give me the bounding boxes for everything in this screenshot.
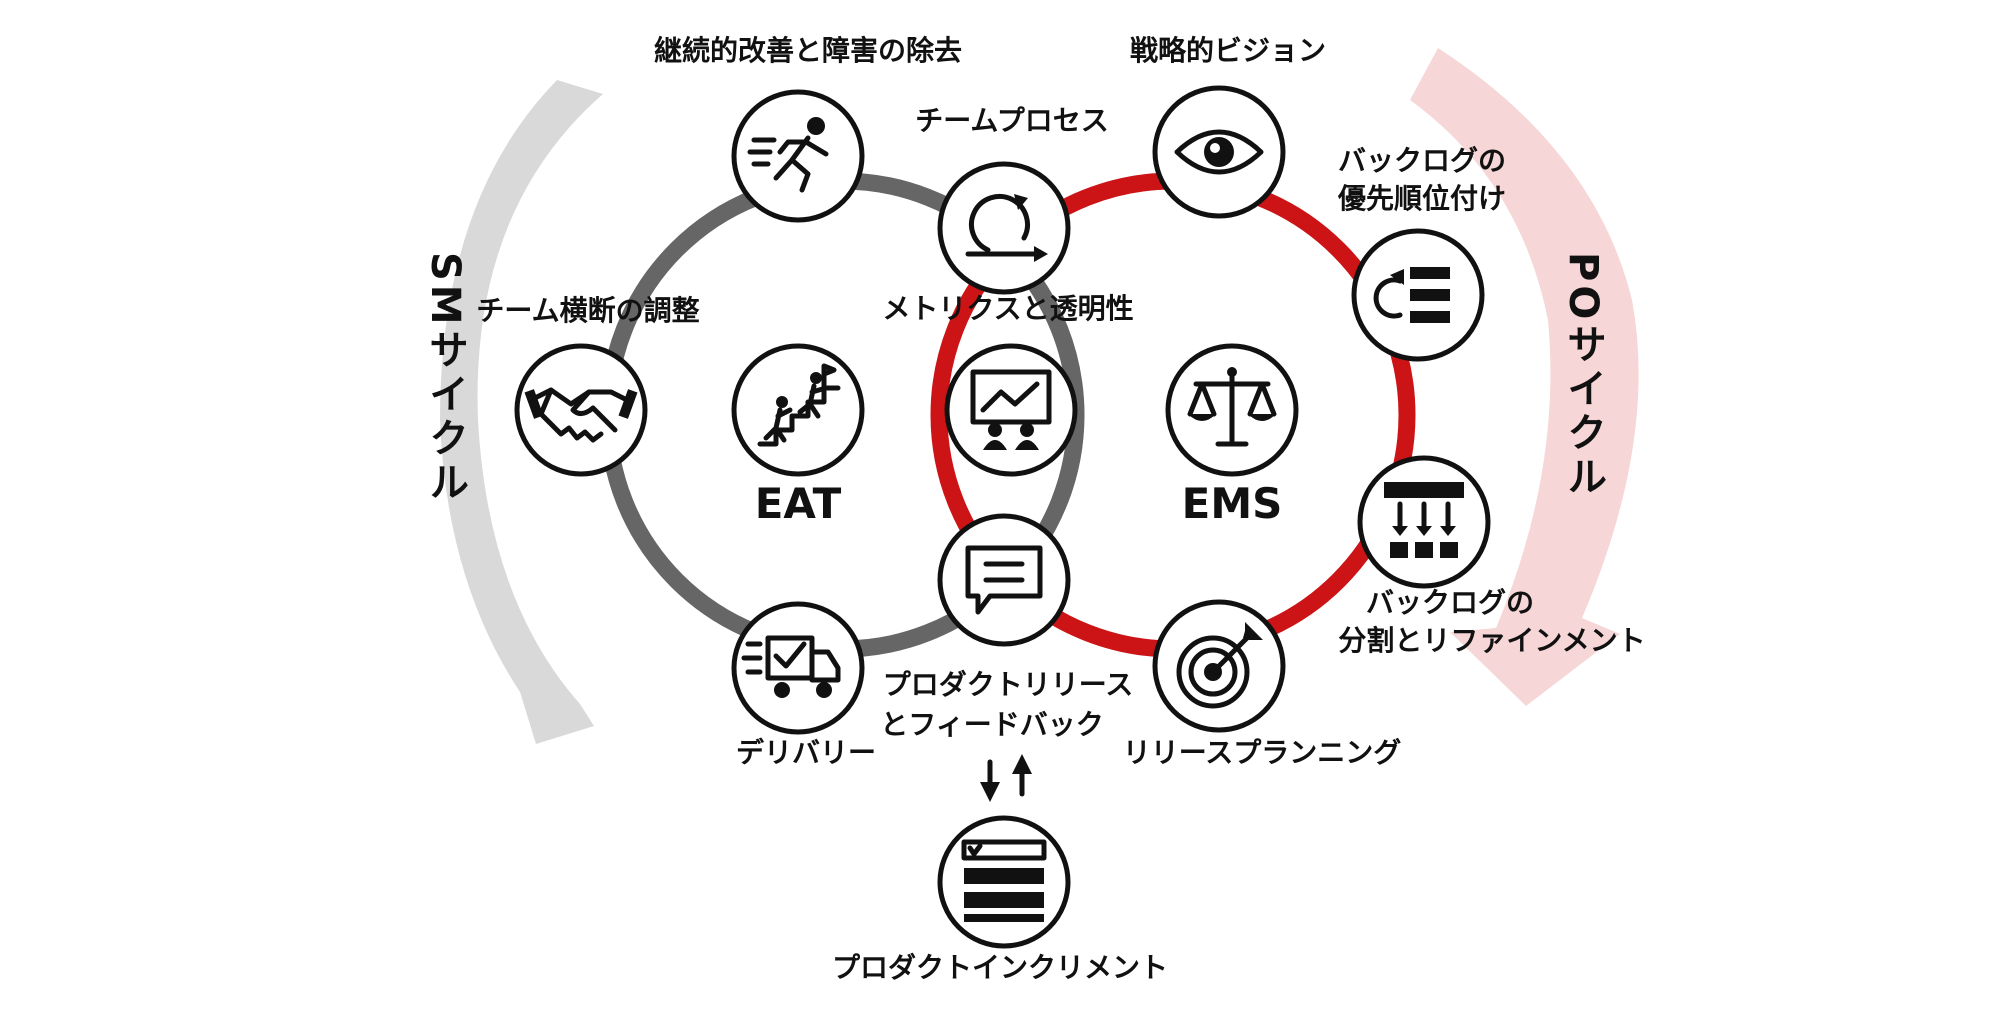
- sprint-cycle-icon: [965, 194, 1048, 262]
- metrics-label: メトリクスと透明性: [882, 292, 1133, 325]
- handshake-icon: [524, 387, 638, 443]
- eye-icon: [1174, 129, 1264, 175]
- team-process-label: チームプロセス: [915, 104, 1108, 137]
- strategic-vision-label: 戦略的ビジョン: [1130, 34, 1326, 67]
- backlog-priority-label-2: 優先順位付け: [1337, 182, 1506, 215]
- product-increment-label: プロダクトインクリメント: [832, 951, 1168, 984]
- climbing-stairs-icon: [757, 363, 841, 447]
- eat-ring-overlap: [1018, 264, 1085, 504]
- node-circles: [514, 85, 1491, 949]
- backlog-refinement-label-1: バックログの: [1366, 586, 1534, 619]
- backlog-refinement-label-2: 分割とリファインメント: [1338, 624, 1645, 657]
- backlog-priority-label-1: バックログの: [1338, 144, 1506, 177]
- po-cycle-label: POサイクル: [1560, 252, 1606, 499]
- presentation-chart-icon: [970, 369, 1052, 450]
- continuous-improvement-label: 継続的改善と障害の除去: [654, 34, 962, 67]
- delivery-truck-icon: [741, 635, 841, 698]
- po-cycle-arrow: [1410, 48, 1639, 706]
- release-feedback-label-1: プロダクトリリース: [883, 668, 1134, 701]
- target-icon: [1176, 622, 1263, 709]
- eat-label: EAT: [755, 479, 842, 528]
- cross-team-label: チーム横断の調整: [476, 294, 699, 327]
- balance-scale-icon: [1187, 367, 1277, 447]
- split-backlog-icon: [1384, 482, 1464, 558]
- release-planning-label: リリースプランニング: [1123, 736, 1402, 769]
- release-feedback-label-2: とフィードバック: [880, 708, 1103, 741]
- prioritized-list-icon: [1373, 267, 1450, 323]
- up-down-arrows-icon: [980, 754, 1032, 802]
- delivery-label: デリバリー: [736, 736, 876, 769]
- running-person-icon: [747, 117, 829, 193]
- backlog-stack-icon: [961, 839, 1047, 922]
- ems-label: EMS: [1182, 479, 1283, 528]
- sm-cycle-label: SMサイクル: [422, 252, 468, 505]
- speech-bubble-icon: [965, 545, 1043, 615]
- sm-cycle-arrow: [440, 80, 603, 744]
